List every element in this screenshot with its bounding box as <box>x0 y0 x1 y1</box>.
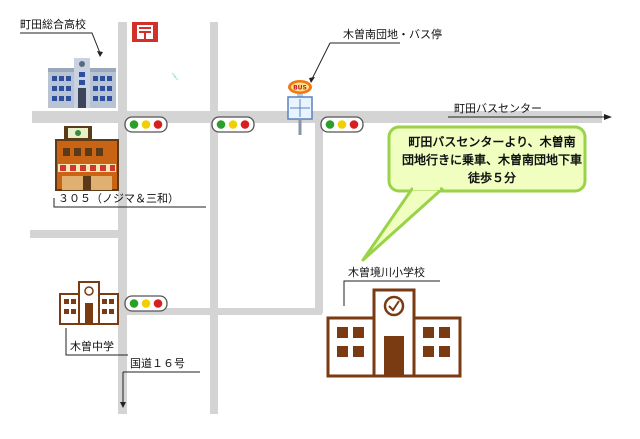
callout-line-3: 徒歩５分 <box>467 171 516 185</box>
road-vertical-right <box>315 123 323 313</box>
junior-high-school-icon <box>59 281 119 325</box>
leader-store <box>53 198 206 208</box>
leader-high-school <box>20 32 101 54</box>
label-machida-high-school: 町田総合高校 <box>20 18 86 31</box>
road-vertical-left <box>118 22 127 414</box>
leader-lines <box>20 32 612 408</box>
store-building-icon <box>55 126 119 191</box>
high-school-building-icon <box>48 58 116 108</box>
traffic-signal-icon <box>124 295 168 312</box>
label-kiso-minami-bus-stop: 木曽南団地・バス停 <box>343 28 442 41</box>
callout-bubble <box>361 125 587 262</box>
road-left-branch <box>30 230 120 238</box>
label-route-16: 国道１６号 <box>130 357 185 370</box>
label-kiso-junior-high: 木曽中学 <box>70 340 114 353</box>
traffic-signal-icon <box>124 116 168 133</box>
callout-line-1: 町田バスセンターより、木曽南 <box>408 135 576 149</box>
roads <box>30 22 602 414</box>
traffic-signal-icon <box>320 116 364 133</box>
road-lower-horizontal <box>122 308 322 315</box>
label-store-305: ３０５（ノジマ＆三和） <box>58 192 179 205</box>
label-kisosakaigawa-elementary: 木曽境川小学校 <box>348 266 425 279</box>
bus-stop-icon: BUS <box>287 80 313 135</box>
callout-line-2: 団地行きに乗車、木曽南団地下車 <box>401 153 582 167</box>
elementary-school-icon <box>326 288 462 378</box>
directions-callout: 町田バスセンターより、木曽南 団地行きに乗車、木曽南団地下車 徒歩５分 <box>392 133 592 187</box>
road-vertical-center <box>210 22 218 414</box>
svg-text:BUS: BUS <box>293 85 307 92</box>
main-road-horizontal <box>32 111 602 123</box>
label-machida-bus-center: 町田バスセンター <box>454 102 542 115</box>
traffic-signal-icon <box>211 116 255 133</box>
leader-junior-high <box>65 328 128 356</box>
post-office-icon <box>132 22 158 42</box>
leader-elementary <box>343 280 440 306</box>
sparkle-marks <box>171 72 179 81</box>
